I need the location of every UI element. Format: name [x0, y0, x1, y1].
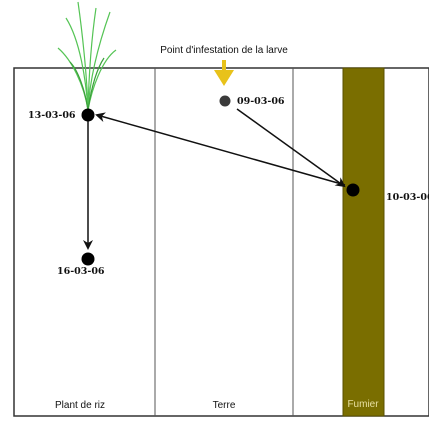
point-10-03-06 [346, 183, 360, 197]
fumier-band [342, 67, 385, 417]
point-16-03-06 [81, 252, 95, 266]
column-label-plant-de-riz: Plant de riz [55, 400, 105, 411]
point-13-03-06 [81, 108, 95, 122]
infestation-annotation: Point d'infestation de la larve [160, 45, 288, 56]
column-label-terre: Terre [213, 400, 236, 411]
rice-plant-icon [57, 1, 117, 111]
point-09-03-06 [219, 95, 231, 107]
date-label-09-03-06: 09-03-06 [237, 96, 285, 107]
arrow-09-to-10 [236, 108, 346, 188]
date-label-16-03-06: 16-03-06 [57, 266, 105, 277]
column-label-fumier: Fumier [347, 399, 379, 410]
arrow-10-to-13 [95, 112, 346, 186]
infestation-marker-icon [214, 60, 234, 86]
date-label-10-03-06: 10-03-06 [386, 192, 429, 203]
date-label-13-03-06: 13-03-06 [28, 110, 76, 121]
